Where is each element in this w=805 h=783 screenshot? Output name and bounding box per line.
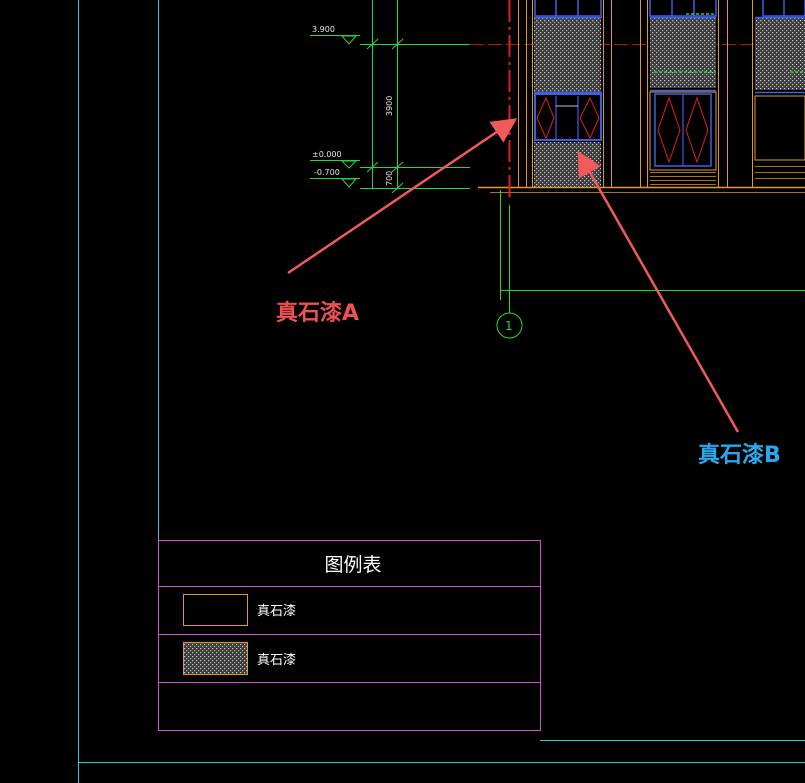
door: [649, 91, 717, 185]
drawing-frame: [78, 0, 805, 783]
hatched-panel: [534, 18, 601, 92]
level-text-2: ±0.000: [312, 150, 342, 159]
building-facade: [470, 0, 805, 198]
legend-swatch-plain: [183, 594, 248, 626]
level-text-3: -0.700: [314, 168, 340, 177]
hatched-panel: [755, 18, 805, 90]
legend-table: 图例表 真石漆 真石漆: [158, 540, 541, 731]
dimension-text-1: 3900: [385, 96, 394, 116]
window: [534, 93, 602, 141]
legend-row-text: 真石漆: [257, 652, 296, 668]
label-b: 真石漆B: [698, 442, 781, 468]
legend-row-text: 真石漆: [257, 603, 296, 619]
hatched-panel: [534, 142, 601, 187]
label-a: 真石漆A: [276, 300, 359, 326]
level-dimensions: [310, 0, 805, 339]
axis-number: 1: [505, 319, 513, 333]
axis-bubble: [496, 312, 523, 339]
hatched-panel: [650, 18, 716, 88]
legend-swatch-hatched: [183, 642, 248, 675]
legend-title: 图例表: [324, 554, 381, 576]
window: [754, 95, 805, 179]
arrow-a: [287, 118, 518, 275]
level-text-1: 3.900: [312, 25, 335, 34]
arrow-b: [577, 150, 740, 433]
dimension-text-2: 700: [385, 171, 394, 186]
